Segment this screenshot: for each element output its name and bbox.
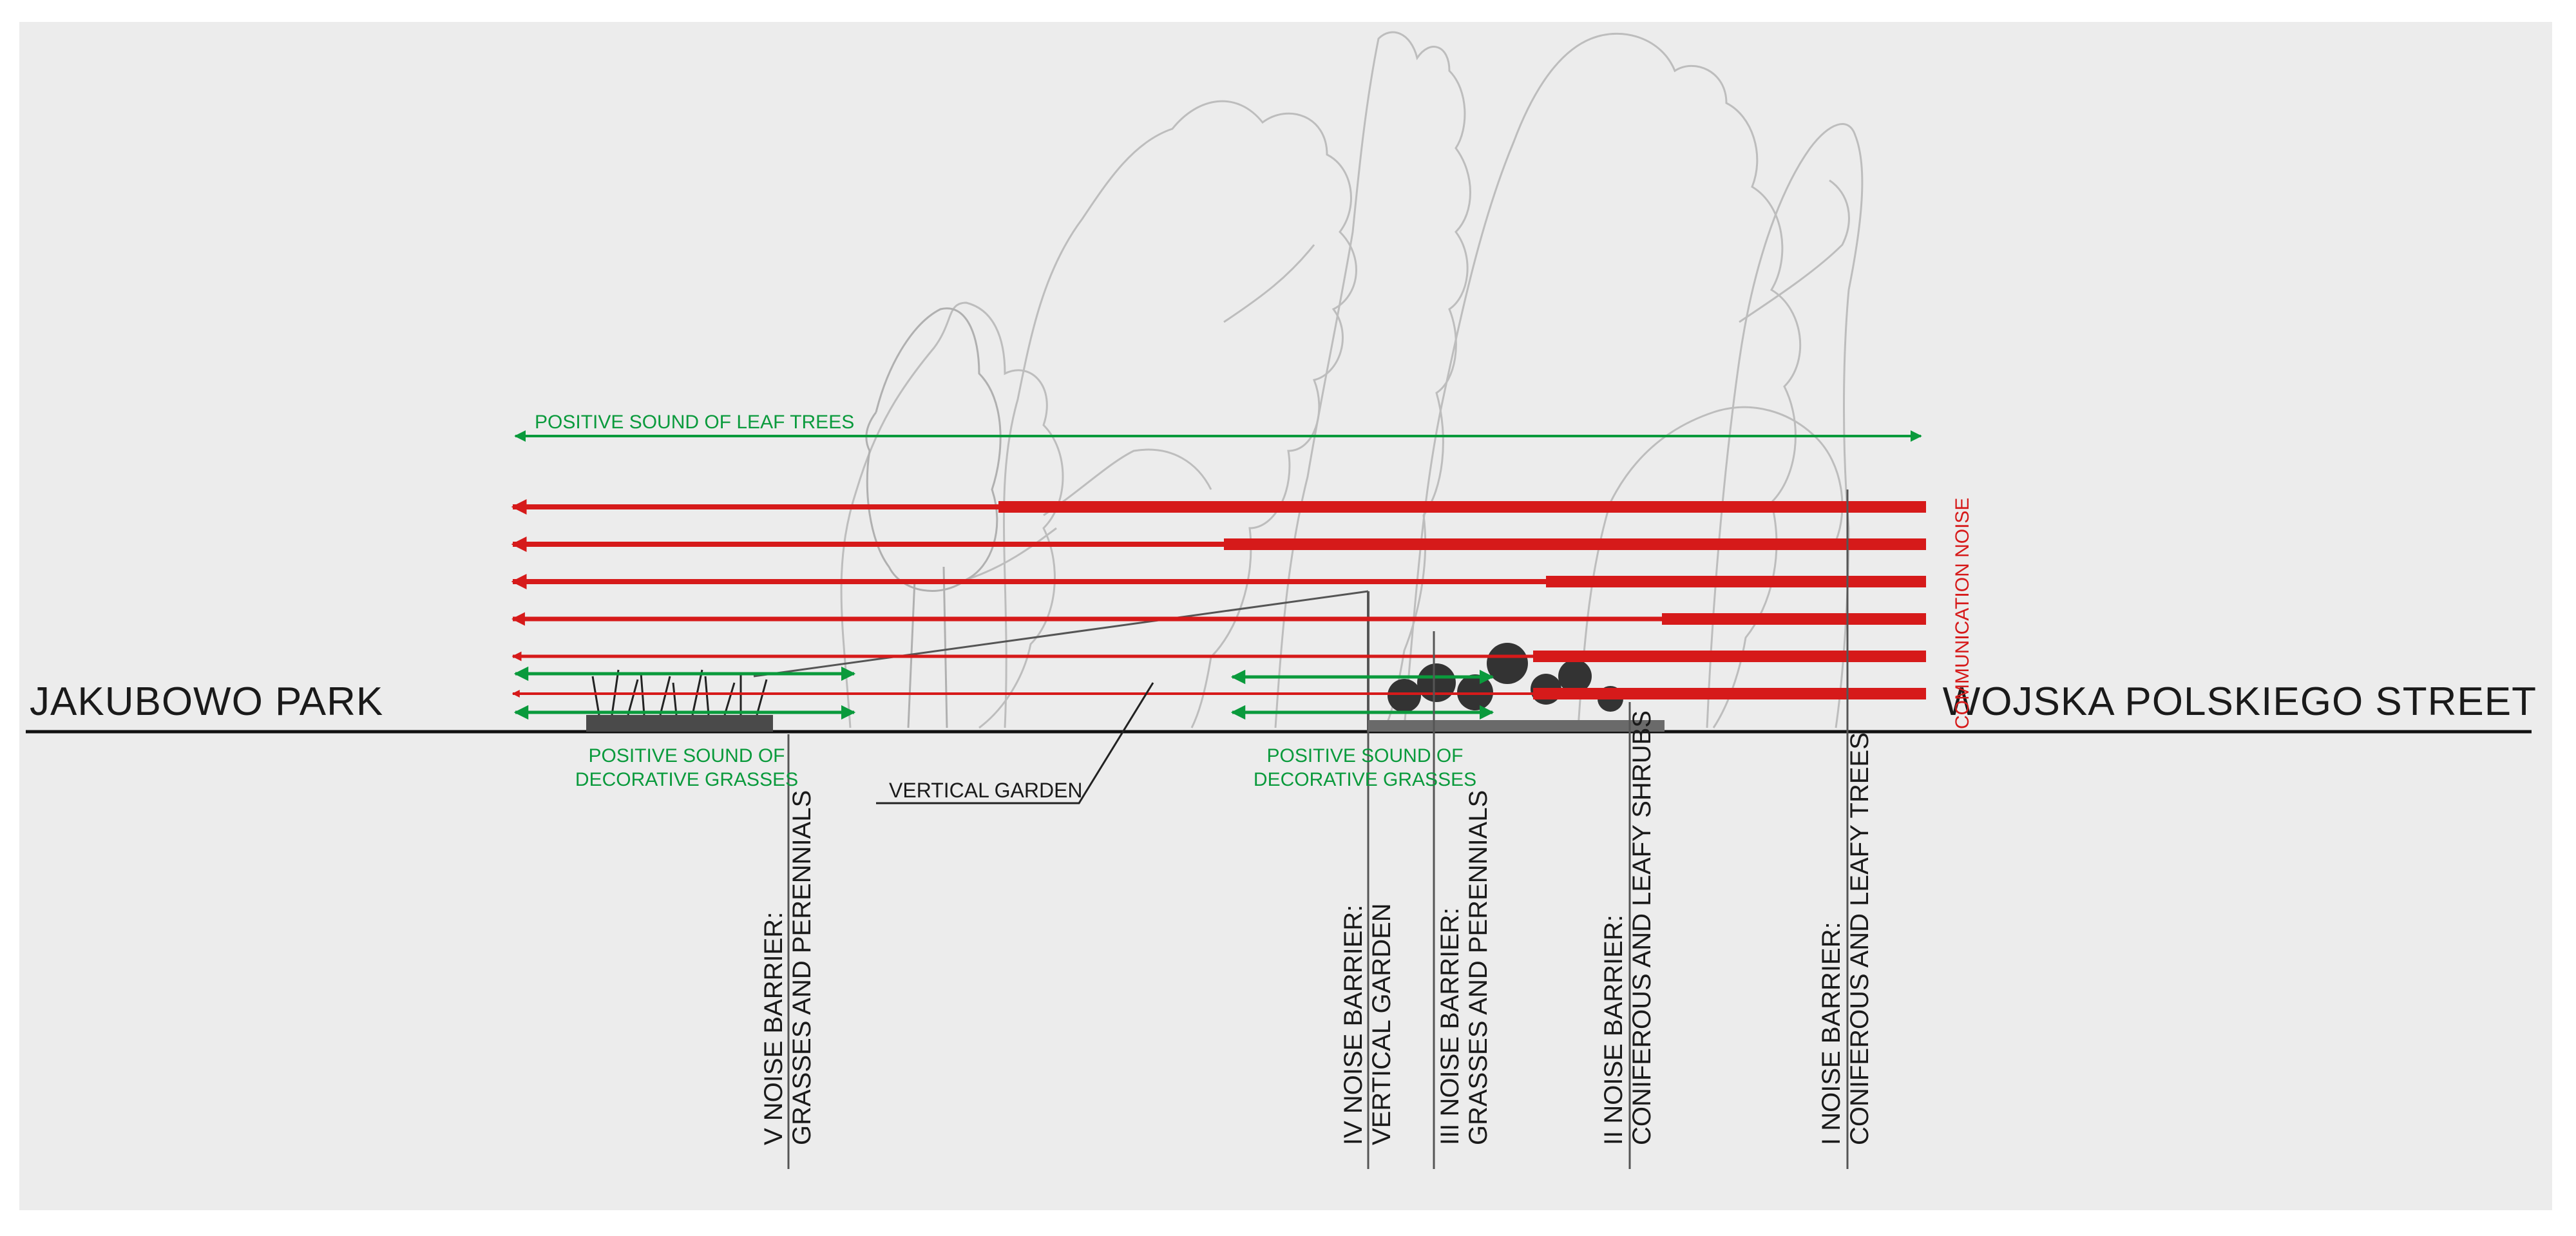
- wojska-polskiego-street-label: WOJSKA POLSKIEGO STREET: [1943, 680, 2537, 724]
- vertical-garden-leader: [876, 682, 1154, 804]
- barrier-iv-label: IV NOISE BARRIER: VERTICAL GARDEN: [1339, 903, 1396, 1145]
- grasses-sound-label-right-line2: DECORATIVE GRASSES: [1254, 769, 1476, 790]
- barrier-v-desc: GRASSES AND PERENNIALS: [788, 790, 816, 1145]
- barrier-iii-title: III NOISE BARRIER:: [1436, 908, 1464, 1145]
- positive-sound-arrows: [513, 430, 1922, 720]
- leaf-trees-sound-label: POSITIVE SOUND OF LEAF TREES: [535, 412, 854, 433]
- barrier-iii-label: III NOISE BARRIER: GRASSES AND PERENNIAL…: [1436, 790, 1493, 1145]
- barrier-iv-desc: VERTICAL GARDEN: [1368, 903, 1396, 1145]
- barrier-i-desc: CONIFEROUS AND LEAFY TREES: [1846, 732, 1874, 1145]
- barrier-iii-desc: GRASSES AND PERENNIALS: [1464, 790, 1493, 1145]
- grasses-sound-label-right-line1: POSITIVE SOUND OF: [1266, 745, 1463, 766]
- barrier-ii-title: II NOISE BARRIER:: [1599, 915, 1628, 1145]
- barrier-i-label: I NOISE BARRIER: CONIFEROUS AND LEAFY TR…: [1817, 732, 1874, 1145]
- diagram-background: [19, 22, 2552, 1210]
- barrier-leader-lines: [787, 490, 1849, 1169]
- barrier-v-label: V NOISE BARRIER: GRASSES AND PERENNIALS: [759, 790, 816, 1145]
- communication-noise-label: COMMUNICATION NOISE: [1952, 498, 1973, 729]
- vertical-garden-label: VERTICAL GARDEN: [889, 779, 1083, 802]
- barrier-i-title: I NOISE BARRIER:: [1817, 922, 1846, 1145]
- barrier-ii-label: II NOISE BARRIER: CONIFEROUS AND LEAFY S…: [1599, 710, 1656, 1145]
- barrier-v-title: V NOISE BARRIER:: [759, 912, 788, 1145]
- barrier-ii-desc: CONIFEROUS AND LEAFY SHRUBS: [1628, 710, 1656, 1145]
- noise-arrows: [511, 499, 1926, 699]
- jakubowo-park-label: JAKUBOWO PARK: [30, 680, 383, 724]
- grasses-sound-label-left-line2: DECORATIVE GRASSES: [575, 769, 798, 790]
- grasses-sound-label-left-line1: POSITIVE SOUND OF: [588, 745, 785, 766]
- barrier-iv-title: IV NOISE BARRIER:: [1339, 905, 1368, 1145]
